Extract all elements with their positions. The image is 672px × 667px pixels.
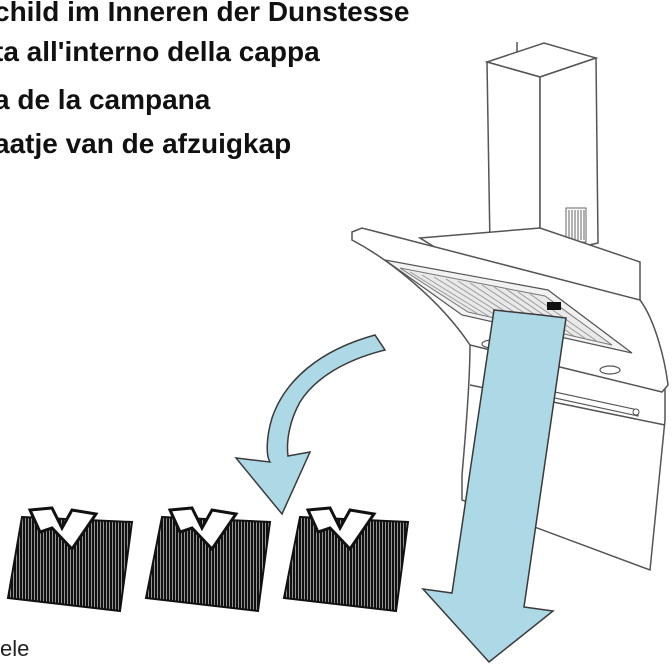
filter-2 [144,506,272,613]
hood-chimney [484,42,599,257]
headline-line-italian: ta all'interno della cappa [0,36,320,67]
headline-line-spanish: a de la campana [0,84,211,115]
curved-arrow [234,334,387,516]
headline-line-german: child im Inneren der Dunstesse [0,0,410,27]
filter-3 [282,506,410,613]
headline-line-dutch: aatje van de afzuigkap [0,128,292,159]
straight-arrow [421,309,567,664]
filter-1 [6,506,134,613]
chimney-vent-grille [565,207,587,243]
headline-text: child im Inneren der Dunstesse ta all'in… [0,0,672,200]
footer-text: ele [0,636,30,661]
